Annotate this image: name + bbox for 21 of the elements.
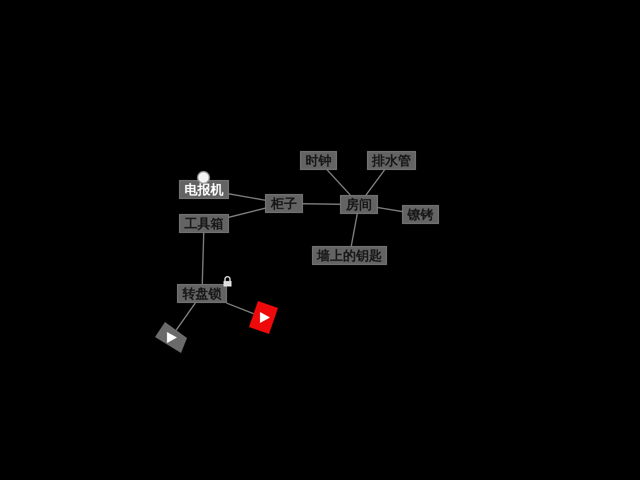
connector-line bbox=[303, 203, 340, 205]
label-box: 电报机 bbox=[179, 180, 229, 199]
video-tile bbox=[155, 322, 187, 353]
label-box: 房间 bbox=[340, 195, 378, 214]
connector-line bbox=[326, 170, 351, 196]
label-box: 墙上的钥匙 bbox=[312, 246, 387, 265]
label-box: 转盘锁 bbox=[177, 284, 227, 303]
connector-line bbox=[350, 214, 358, 246]
video-tile bbox=[249, 301, 278, 334]
connector-line bbox=[228, 208, 266, 218]
label-box: 镣铐 bbox=[402, 205, 439, 224]
label-box: 工具箱 bbox=[179, 214, 229, 233]
connector-line bbox=[226, 302, 254, 314]
connector-line bbox=[228, 193, 266, 201]
connector-line bbox=[366, 170, 385, 196]
connector-line bbox=[202, 232, 204, 284]
label-box: 时钟 bbox=[300, 151, 337, 170]
label-box: 排水管 bbox=[367, 151, 416, 170]
label-box: 柜子 bbox=[265, 194, 303, 213]
connector-line bbox=[378, 207, 402, 212]
connector-line bbox=[176, 302, 196, 330]
